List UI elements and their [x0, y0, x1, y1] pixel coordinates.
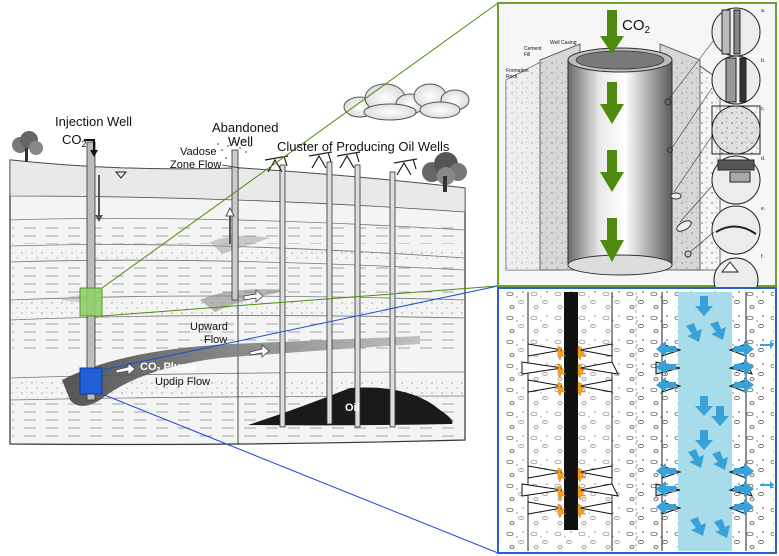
fracture-detail-panel — [497, 287, 777, 554]
well-casing-pipe — [567, 59, 673, 266]
formation-label-1: Formation — [506, 68, 529, 74]
injection-well-label: Injection Well — [55, 114, 132, 129]
casing-zoom-box[interactable] — [79, 287, 103, 317]
co2-down-arrows — [600, 10, 624, 262]
vadose-label-1: Vadose — [180, 146, 217, 158]
detail-circles — [711, 7, 761, 303]
detail-b-label: b. — [761, 58, 765, 64]
co2-plume-label: CO2 Plume — [140, 361, 196, 374]
detail-f-label: f. — [761, 254, 764, 260]
detail-a-label: a. — [761, 8, 765, 14]
cloud-icon — [343, 83, 470, 121]
cluster-label: Cluster of Producing Oil Wells — [277, 139, 450, 154]
formation-label-2: Rock — [506, 74, 518, 80]
cement-label-1: Cement — [524, 46, 542, 52]
upward-flow-label-1: Upward — [190, 321, 228, 333]
updip-flow-label: Updip Flow — [155, 376, 210, 388]
flow-arrows-blue — [656, 296, 774, 538]
co2-plume — [62, 336, 420, 406]
fracture-zoom-box[interactable] — [79, 367, 103, 395]
oil-deposit — [248, 387, 453, 426]
casing-left — [564, 292, 578, 530]
flow-arrows — [115, 289, 270, 376]
casing-co2-label: CO2 — [622, 17, 651, 36]
leak-particles — [217, 139, 251, 159]
injection-well — [86, 141, 103, 401]
water-table-icon — [114, 171, 128, 179]
casing-detail-panel: a. b. c. d. e. f. — [497, 2, 777, 303]
cement-label-2: Fill — [524, 52, 530, 58]
tree-icon-left — [12, 131, 43, 162]
abandoned-well — [225, 149, 239, 301]
detail-c-label: c. — [761, 106, 765, 112]
detail-e-label: e. — [761, 206, 765, 212]
perforation-sparks — [557, 345, 587, 519]
tree-icon-right — [422, 152, 467, 192]
abandoned-well-label-2: Well — [228, 134, 253, 149]
oil-label: Oil — [345, 402, 360, 414]
detail-d-label: d. — [761, 156, 765, 162]
co2-injection-label: CO2 — [62, 132, 87, 149]
upward-flow-label-2: Flow — [204, 334, 227, 346]
abandoned-well-label-1: Abandoned — [212, 120, 279, 135]
vadose-label-2: Zone Flow — [170, 159, 221, 171]
well-casing-label: Well Casing — [550, 40, 577, 46]
